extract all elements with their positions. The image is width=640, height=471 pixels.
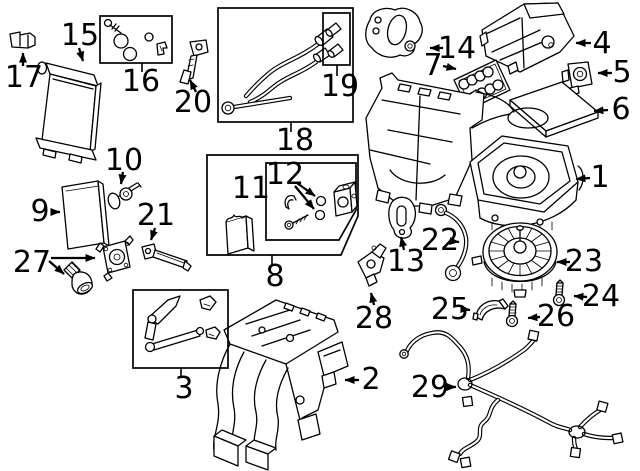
- check-valve-drawing: [107, 182, 142, 210]
- callout-27[interactable]: 27: [12, 245, 52, 280]
- leader-lines: [141, 63, 338, 378]
- o-ring-kit-drawing: [99, 15, 173, 64]
- callout-5[interactable]: 5: [612, 55, 632, 90]
- evaporator-core-drawing: [35, 61, 102, 164]
- small-bracket-drawing: [561, 61, 593, 96]
- expansion-valve-kit-drawing: [206, 154, 359, 256]
- callout-9[interactable]: 9: [30, 194, 50, 229]
- callout-15[interactable]: 15: [60, 18, 100, 53]
- callout-13[interactable]: 13: [386, 244, 426, 279]
- upper-case-assembly-drawing: [365, 72, 584, 247]
- callout-21[interactable]: 21: [136, 198, 176, 233]
- position-sensor-drawing: [357, 243, 387, 287]
- actuator-and-adapter-drawing: [63, 235, 134, 295]
- support-bracket-drawing: [179, 39, 209, 85]
- callout-25[interactable]: 25: [430, 292, 470, 327]
- callout-28[interactable]: 28: [354, 301, 394, 336]
- screw-24-drawing: [552, 279, 566, 307]
- mount-seal-plate-drawing: [365, 7, 423, 58]
- refrigerant-pipe-assembly-drawing: [217, 7, 354, 123]
- callout-6[interactable]: 6: [611, 92, 631, 127]
- callout-18[interactable]: 18: [275, 123, 315, 158]
- linkage-kit-drawing: [132, 289, 229, 369]
- callout-10[interactable]: 10: [104, 143, 144, 178]
- callout-17[interactable]: 17: [4, 60, 44, 95]
- callout-7[interactable]: 7: [423, 48, 443, 83]
- callout-8[interactable]: 8: [265, 259, 285, 294]
- callout-20[interactable]: 20: [173, 85, 213, 120]
- callout-2[interactable]: 2: [361, 362, 381, 397]
- grommet-seal-drawing: [388, 196, 417, 239]
- callout-23[interactable]: 23: [564, 244, 604, 279]
- wiring-harness-drawing: [399, 329, 624, 469]
- callout-29[interactable]: 29: [410, 370, 450, 405]
- callout-12[interactable]: 12: [265, 157, 305, 192]
- callout-19[interactable]: 19: [320, 69, 360, 104]
- drain-tube-drawing: [434, 203, 469, 282]
- seal-panel-drawing: [61, 180, 110, 250]
- retainer-clip-drawing: [9, 31, 36, 49]
- screw-26-drawing: [505, 300, 519, 328]
- callout-22[interactable]: 22: [420, 223, 460, 258]
- callout-24[interactable]: 24: [581, 279, 621, 314]
- callout-4[interactable]: 4: [592, 26, 612, 61]
- air-inlet-cover-drawing: [479, 2, 575, 75]
- callout-1[interactable]: 1: [590, 160, 610, 195]
- control-rod-drawing: [141, 243, 192, 272]
- callout-16[interactable]: 16: [121, 64, 161, 99]
- cover-cap-drawing: [472, 298, 509, 321]
- callout-14[interactable]: 14: [437, 31, 477, 66]
- callout-arrows: [19, 39, 612, 391]
- callout-11[interactable]: 11: [231, 171, 271, 206]
- callout-3[interactable]: 3: [174, 371, 194, 406]
- blower-motor-drawing: [471, 222, 558, 298]
- callout-26[interactable]: 26: [536, 299, 576, 334]
- lower-case-drawing: [213, 299, 349, 471]
- cabin-air-filter-drawing: [509, 81, 599, 138]
